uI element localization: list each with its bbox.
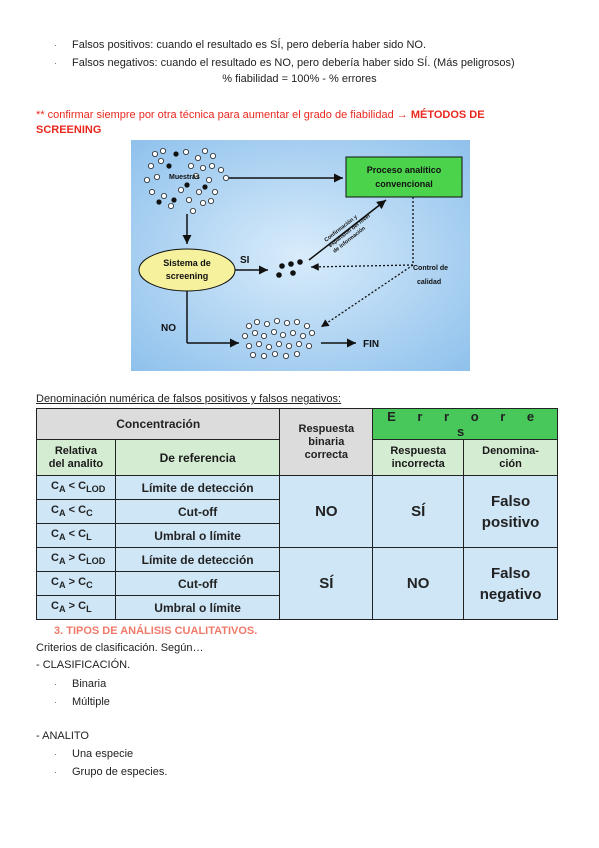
table-row: CA > CC Cut-off [36,571,558,596]
note-strong-2: SCREENING [36,124,102,136]
screening-diagram: Muestras Proceso analítico convencional … [131,140,470,371]
si-dots [276,259,303,278]
ref-cell: Límite de detección [114,475,281,500]
th-errores: E r r o r e s [372,408,558,440]
clasificacion-heading: - CLASIFICACIÓN. [36,659,131,671]
proceso-box [345,156,463,198]
table-caption: Denominación numérica de falsos positivo… [36,393,342,405]
criterios-text: Criterios de clasificación. Según… [36,642,204,654]
pos-correct: NO [279,475,374,548]
bullet-dot-icon: · [54,697,57,707]
label-si: SI [240,255,250,266]
list-item: ·Binaria [54,678,107,690]
note-prefix: ** confirmar siempre por otra técnica pa… [36,109,411,121]
sistema-label-2: screening [166,271,209,281]
ref-cell: Cut-off [114,499,281,524]
list-item: ·Múltiple [54,696,110,708]
proceso-label-2: convencional [375,179,433,189]
analito-heading: - ANALITO [36,730,89,742]
rel-cell: CA > CLOD [36,547,116,572]
note-strong-1: MÉTODOS DE [410,109,485,121]
no-dots [242,317,315,359]
rel-cell: CA > CL [36,595,116,620]
table-row: CA < CL Umbral o límite [36,523,558,548]
label-no: NO [161,323,176,334]
ref-cell: Umbral o límite [114,523,281,548]
list-item: ·Una especie [54,748,134,760]
bullet-dot-icon: · [54,749,57,759]
table-row: CA > CL Umbral o límite [36,595,558,620]
neg-incorrect: NO [372,547,465,620]
ref-cell: Límite de detección [114,547,281,572]
th-concentracion: Concentración [35,408,281,440]
rel-cell: CA < CC [36,499,116,524]
table-row: CA < CLOD Límite de detección NO SÍ Fals… [36,475,558,548]
bullet-falsos-positivos: · Falsos positivos: cuando el resultado e… [54,38,426,52]
section-title: 3. TIPOS DE ANÁLISIS CUALITATIVOS. [54,625,258,637]
label-fin: FIN [363,339,379,350]
rel-cell: CA < CLOD [36,475,116,500]
note-screening: ** confirmar siempre por otra técnica pa… [36,108,556,138]
sistema-label-1: Sistema de [163,258,211,268]
bullet-falsos-negativos: · Falsos negativos: cuando el resultado e… [54,56,515,70]
bullet-dot-icon: · [54,679,57,689]
th-de-referencia: De referencia [114,439,281,476]
rel-cell: CA < CL [36,523,116,548]
sistema-ellipse [138,248,236,292]
table-row: CA > CLOD Límite de detección SÍ NO Fals… [36,547,558,620]
bullet-text: Falsos positivos: cuando el resultado es… [72,39,427,51]
bullet-dot-icon: · [54,40,57,50]
label-muestras: Muestras [169,174,200,181]
sample-dots-black [156,151,208,205]
bullet-text: Falsos negativos: cuando el resultado es… [72,57,515,69]
sample-dots-top [143,147,230,215]
pos-incorrect: SÍ [372,475,465,548]
proceso-label-1: Proceso analítico [367,165,442,175]
bullet-dot-icon: · [54,767,57,777]
ref-cell: Cut-off [114,571,281,596]
list-item: ·Grupo de especies. [54,766,168,778]
bullet-dot-icon: · [54,58,57,68]
neg-correct: SÍ [279,547,374,620]
control-label-2: calidad [417,279,441,286]
formula: % fiabilidad = 100% - % errores [222,73,377,85]
th-denominacion: Denomina-ción [463,439,558,476]
control-label-1: Control de [413,265,448,272]
rel-cell: CA > CC [36,571,116,596]
ref-cell: Umbral o límite [114,595,281,620]
